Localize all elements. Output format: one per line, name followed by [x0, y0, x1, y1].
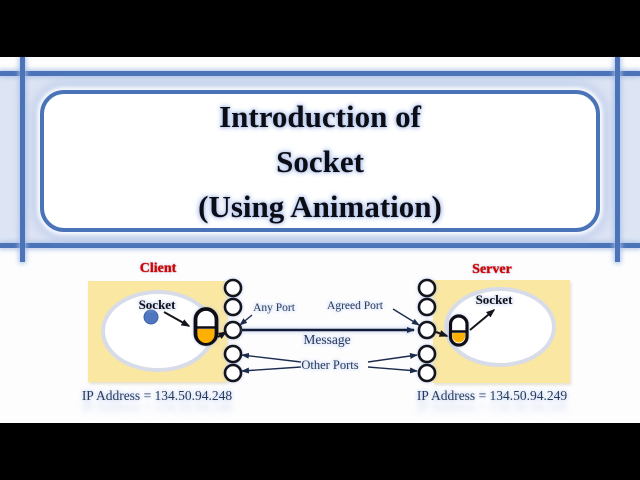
title-card: Introduction of Socket (Using Animation) — [40, 90, 600, 232]
server-socket-label: Socket — [475, 292, 513, 307]
frame-line-vertical-left — [20, 57, 25, 262]
client-port-circle-any-port — [223, 320, 243, 340]
title-line-3: (Using Animation) — [198, 188, 442, 224]
server-label: Server — [472, 262, 512, 277]
client-port-circles — [223, 278, 243, 383]
other-ports-label: Other Ports — [301, 358, 359, 372]
frame-line-horizontal-top — [0, 71, 640, 76]
message-label: Message — [303, 332, 351, 347]
frame-line-horizontal-bottom — [0, 243, 640, 248]
client-port-circle — [223, 278, 243, 298]
client-port-circle — [223, 344, 243, 364]
client-socket-label: Socket — [138, 297, 176, 312]
title-line-1: Introduction of — [219, 98, 421, 134]
any-port-label: Any Port — [253, 302, 295, 314]
any-port-arrow — [239, 314, 253, 326]
letterbox-bar-top — [0, 0, 640, 57]
agreed-port-label: Agreed Port — [327, 300, 383, 312]
client-ip-address: IP Address = 134.50.94.248 — [81, 388, 233, 403]
frame-line-vertical-right — [615, 57, 620, 262]
client-port-circle — [223, 363, 243, 383]
client-label: Client — [139, 261, 177, 276]
title-line-2: Socket — [276, 143, 364, 179]
letterbox-bar-bottom — [0, 423, 640, 480]
server-ip-address: IP Address = 134.50.94.249 — [416, 388, 568, 403]
